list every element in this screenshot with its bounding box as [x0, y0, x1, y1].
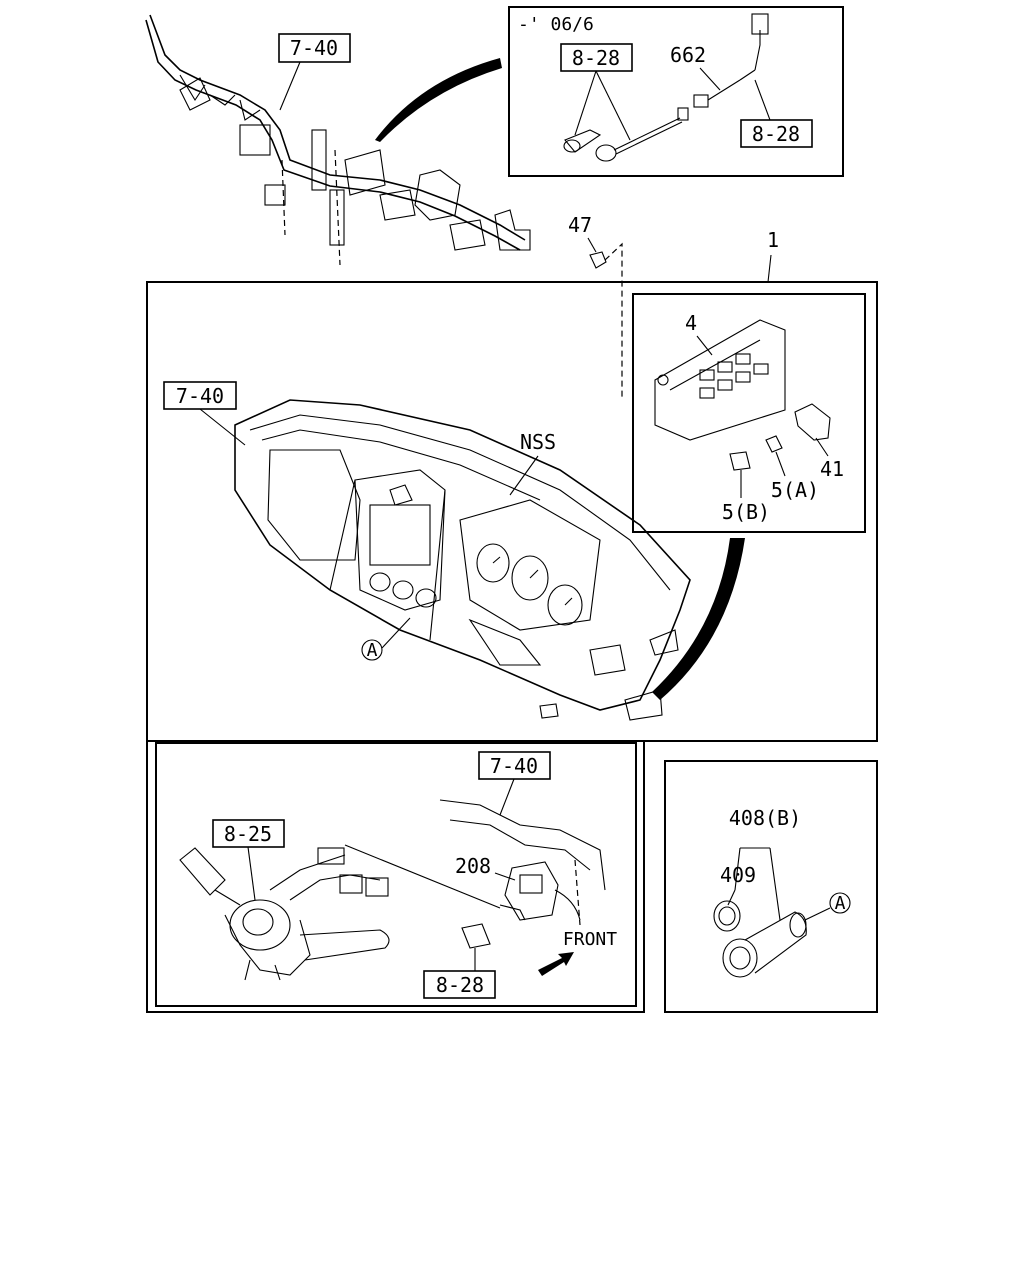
part-4-label: 4 — [685, 311, 697, 335]
callout-a-right: A — [804, 892, 851, 921]
switch-ref-box: 8-25 — [212, 819, 285, 848]
callout-a-main: A — [361, 617, 411, 661]
relay-208 — [499, 861, 559, 921]
cigarette-lighter — [713, 900, 807, 978]
callout-a-right-label: A — [835, 893, 846, 914]
part-47-label: 47 — [568, 213, 592, 237]
part-1-label: 1 — [767, 228, 779, 252]
part-409-label: 409 — [720, 863, 756, 887]
dashboard-pointer-arrow — [652, 538, 745, 700]
top-wiring-harness — [145, 14, 531, 266]
main-harness-ref-label: 7-40 — [176, 384, 224, 408]
part-208-label: 208 — [455, 854, 491, 878]
inset-part-662-label: 662 — [670, 43, 706, 67]
top-harness-ref-label: 7-40 — [290, 36, 338, 60]
lower-harness-ref-label: 7-40 — [490, 754, 538, 778]
clip-part-47 — [587, 237, 623, 400]
switch-ref-label: 8-25 — [224, 822, 272, 846]
relay-8-28 — [461, 923, 491, 949]
part-41-label: 41 — [820, 457, 844, 481]
inset-pointer-arrow — [375, 58, 502, 142]
lower-ref-828-label: 8-28 — [436, 973, 484, 997]
main-harness-ref-box: 7-40 — [163, 381, 237, 410]
lower-harness-ref-box: 7-40 — [478, 751, 551, 780]
nss-label: NSS — [520, 430, 556, 454]
combination-switch — [179, 847, 390, 981]
inset-panel-top-right: -' 06/6 8-28 662 8-28 — [508, 6, 844, 177]
inset-ref-a-label: 8-28 — [572, 46, 620, 70]
lower-ref-828-box: 8-28 — [423, 970, 496, 999]
instrument-panel — [234, 399, 691, 721]
switch-leader-line — [344, 844, 501, 909]
front-arrow — [538, 952, 574, 976]
inset-date-label: -' 06/6 — [518, 14, 594, 35]
steering-switch-frame — [155, 742, 637, 1007]
callout-a-main-label: A — [367, 640, 378, 661]
front-label: FRONT — [563, 929, 617, 950]
steering-column-shroud — [439, 799, 606, 926]
top-harness-ref-box: 7-40 — [278, 33, 351, 63]
part-408b-label: 408(B) — [729, 806, 801, 830]
inset-ref-b-label: 8-28 — [752, 122, 800, 146]
part-5b-label: 5(B) — [722, 500, 770, 524]
part-5a-label: 5(A) — [771, 478, 819, 502]
cigarette-lighter-frame — [664, 760, 878, 1013]
control-unit-inset: 4 41 5(A) 5(B) — [632, 293, 866, 533]
